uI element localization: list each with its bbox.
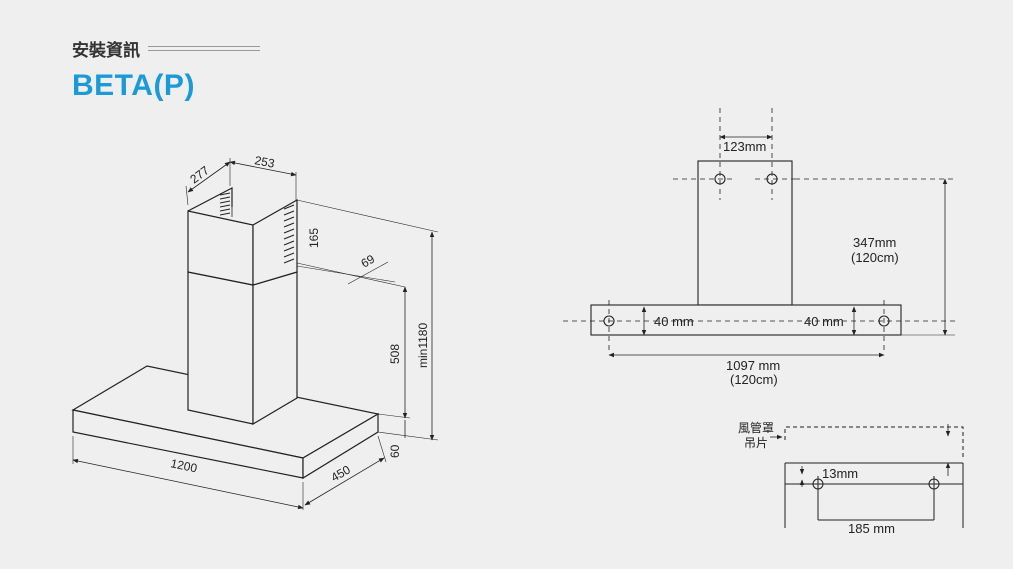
hood-isometric-view [71,158,439,510]
dim-chimney-depth: 277 [187,163,212,186]
bracket-view [563,108,955,358]
lower-chimney-side [252,271,298,426]
dim-hood-thickness: 60 [388,444,402,458]
title-rule [148,46,260,51]
section-label: 安裝資訊 [72,36,260,61]
header: 安裝資訊 BETA(P) [72,36,260,103]
dim-right-margin: 40 mm [804,314,844,329]
dim-hole-spacing: 123mm [723,139,766,154]
hanger-label-line1: 風管罩 [738,420,774,435]
dim-body-height: 508 [388,344,402,364]
upper-chimney-front [187,210,254,286]
dim-slot-offset: 69 [359,252,378,271]
dim-hole-offset: 13mm [822,466,858,481]
dim-vertical: 347mm [853,235,896,250]
upper-chimney-side [252,198,298,286]
dim-total-height: min1180 [416,323,430,368]
hanger-labels: 風管罩 吊片 13mm 185 mm [738,420,895,536]
dim-horizontal-sub: (120cm) [730,372,778,387]
upper-chimney-back [187,187,233,212]
vent-slots [219,192,295,264]
dim-left-margin: 40 mm [654,314,694,329]
dim-hood-width: 1200 [169,456,198,475]
bracket-dimension-labels: 123mm 347mm (120cm) 40 mm 40 mm 1097 mm … [654,139,899,387]
dim-hanger-spacing: 185 mm [848,521,895,536]
dim-horizontal: 1097 mm [726,358,780,373]
hanger-label-line2: 吊片 [744,436,768,450]
dim-chimney-width: 253 [253,153,276,171]
dim-hood-depth: 450 [329,462,354,484]
dim-upper-offset: 165 [307,228,321,248]
model-title: BETA(P) [72,69,195,102]
hanger-view [770,424,964,528]
bracket-base [590,304,902,336]
lower-chimney-front [187,271,254,425]
bracket-upright [697,160,793,306]
dim-vertical-sub: (120cm) [851,250,899,265]
